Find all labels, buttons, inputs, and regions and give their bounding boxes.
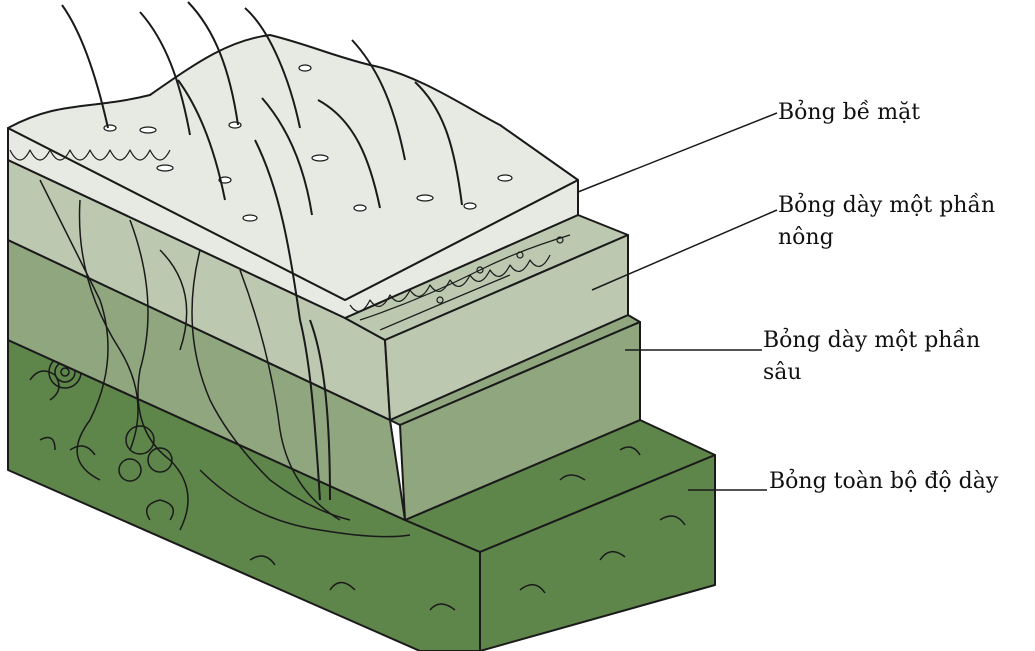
label-line: Bỏng dày một phần [763,328,981,353]
superficial-dermis-layer [7,159,629,421]
label-superficial-partial-thickness: Bỏng dày một phần nông [778,190,995,254]
label-deep-partial-thickness: Bỏng dày một phần sâu [763,325,980,389]
blood-vessels [39,179,411,538]
hair-strands [61,1,463,501]
label-superficial-burn: Bỏng bề mặt [778,100,921,125]
leader-lines [577,112,778,491]
deep-dermis-layer [7,239,641,521]
label-line: sâu [763,360,802,385]
subcutaneous-layer [7,339,716,651]
label-line: nông [778,225,834,250]
label-line: Bỏng dày một phần [778,193,996,218]
label-full-thickness: Bỏng toàn bộ độ dày [769,469,999,494]
